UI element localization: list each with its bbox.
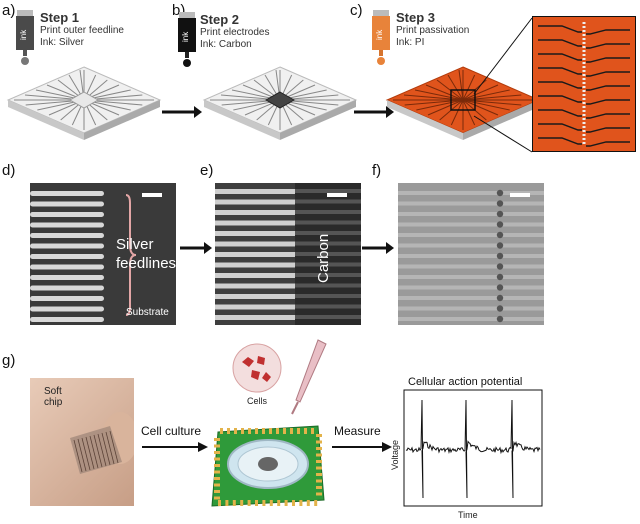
pcb-culture-dish <box>211 425 325 507</box>
cells-pipette-illustration <box>232 339 327 415</box>
panel-e-label: e) <box>200 162 214 179</box>
arrow-cell-culture <box>142 442 208 452</box>
svg-text:ink: ink <box>181 31 190 42</box>
panel-f-label: f) <box>372 162 382 179</box>
silver-feedlines-label: Silver feedlines <box>116 235 176 273</box>
step3-text: Step 3 Print passivation Ink: PI <box>396 10 526 49</box>
arrow-b-c <box>354 106 394 118</box>
step1-line2: Ink: Silver <box>40 37 84 48</box>
arrow-d-e <box>180 242 212 254</box>
arrow-a-b <box>162 106 202 118</box>
step2-title: Step 2 <box>200 12 240 27</box>
panel-a-label: a) <box>2 2 16 19</box>
silver-label: Silver <box>116 236 154 253</box>
step1-text: Step 1 Print outer feedline Ink: Silver <box>40 10 170 49</box>
step3-line1: Print passivation <box>396 25 470 36</box>
panel-g-label: g) <box>2 352 16 369</box>
ink-bottle-carbon-icon: ink <box>178 12 196 67</box>
micrograph-e: Carbon <box>215 183 361 325</box>
plot-title: Cellular action potential <box>408 376 523 388</box>
ink-bottle-pi-icon: ink <box>372 10 390 65</box>
ink-bottle-silver-icon: ink <box>16 10 34 65</box>
soft-chip-photo: Soft chip <box>30 378 134 506</box>
step2-line2: Ink: Carbon <box>200 39 252 50</box>
step2-text: Step 2 Print electrodes Ink: Carbon <box>200 12 330 51</box>
plot-xlabel: Time <box>458 510 478 520</box>
step1-line1: Print outer feedline <box>40 25 124 36</box>
chip-step1 <box>6 66 162 140</box>
arrow-measure <box>332 442 392 452</box>
action-potential-plot <box>403 389 543 507</box>
soft-label: Soft <box>44 386 62 397</box>
svg-text:ink: ink <box>375 29 384 40</box>
panel-d-label: d) <box>2 162 16 179</box>
cell-culture-label: Cell culture <box>141 424 202 438</box>
svg-text:ink: ink <box>19 29 28 40</box>
soft-chip-label: Soft chip <box>44 386 62 408</box>
step1-title: Step 1 <box>40 10 80 25</box>
zoom-inset <box>532 16 636 152</box>
plot-ylabel: Voltage <box>390 439 400 470</box>
micrograph-f <box>398 183 544 325</box>
panel-c-label: c) <box>350 2 363 19</box>
zoom-lines <box>473 17 533 153</box>
chip-step3 <box>385 66 541 140</box>
micrograph-d: Silver feedlines Substrate <box>30 183 176 325</box>
measure-label: Measure <box>334 424 381 438</box>
carbon-label: Carbon <box>315 233 332 283</box>
arrow-e-f <box>362 242 394 254</box>
step3-title: Step 3 <box>396 10 436 25</box>
cells-label: Cells <box>247 396 268 406</box>
step2-line1: Print electrodes <box>200 27 270 38</box>
step3-line2: Ink: PI <box>396 37 425 48</box>
chip-step2 <box>202 66 358 140</box>
substrate-label: Substrate <box>126 307 169 318</box>
feedlines-label: feedlines <box>116 255 176 272</box>
chip-label: chip <box>44 397 63 408</box>
